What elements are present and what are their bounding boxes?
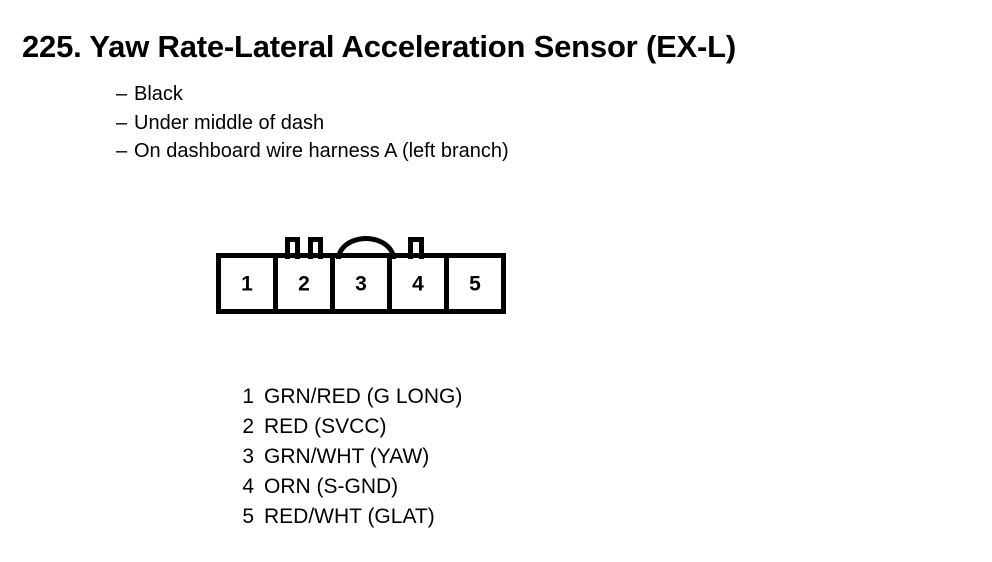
notes-list: –Black –Under middle of dash –On dashboa… [116,80,509,166]
pin-wire-label: GRN/RED (G LONG) [264,385,463,408]
note-item: –On dashboard wire harness A (left branc… [116,137,509,166]
pin-legend-row: 4 ORN (S-GND) [238,472,462,502]
pin-number: 4 [242,475,254,498]
pin-legend: 1 GRN/RED (G LONG) 2 RED (SVCC) 3 GRN/WHT (… [238,382,462,532]
pin-wire-label: GRN/WHT (YAW) [264,445,430,468]
lock-arch-icon [336,236,396,259]
dash-marker: – [116,140,128,162]
connector-diagram: 1 2 3 4 5 [216,228,506,314]
page-title: 225. Yaw Rate-Lateral Acceleration Senso… [22,29,737,64]
note-text: Black [134,83,183,105]
cavity-number-1: 1 [241,273,253,296]
cavity-number-5: 5 [469,273,481,296]
cavity-number-2: 2 [298,273,310,296]
dash-marker: – [116,83,128,105]
pin-wire-label: RED/WHT (GLAT) [264,505,435,528]
pin-wire-label: ORN (S-GND) [264,475,399,498]
pin-number: 5 [242,505,254,528]
connector-svg: 1 2 3 4 5 [216,236,506,314]
pin-legend-row: 3 GRN/WHT (YAW) [238,442,462,472]
dash-marker: – [116,111,128,134]
cavity-number-4: 4 [412,273,424,296]
note-text: Under middle of dash [134,111,325,134]
pin-number: 2 [242,415,254,438]
note-item: –Under middle of dash [116,109,509,138]
cavity-number-3: 3 [355,273,367,296]
pin-number: 1 [242,385,254,408]
pin-legend-row: 2 RED (SVCC) [238,412,462,442]
pin-legend-row: 5 RED/WHT (GLAT) [238,502,462,532]
pin-number: 3 [242,445,254,468]
note-text: On dashboard wire harness A (left branch… [134,140,509,162]
note-item: –Black [116,80,509,109]
connector-body-outline [216,253,506,314]
pin-legend-row: 1 GRN/RED (G LONG) [238,382,462,412]
pin-wire-label: RED (SVCC) [264,415,387,438]
